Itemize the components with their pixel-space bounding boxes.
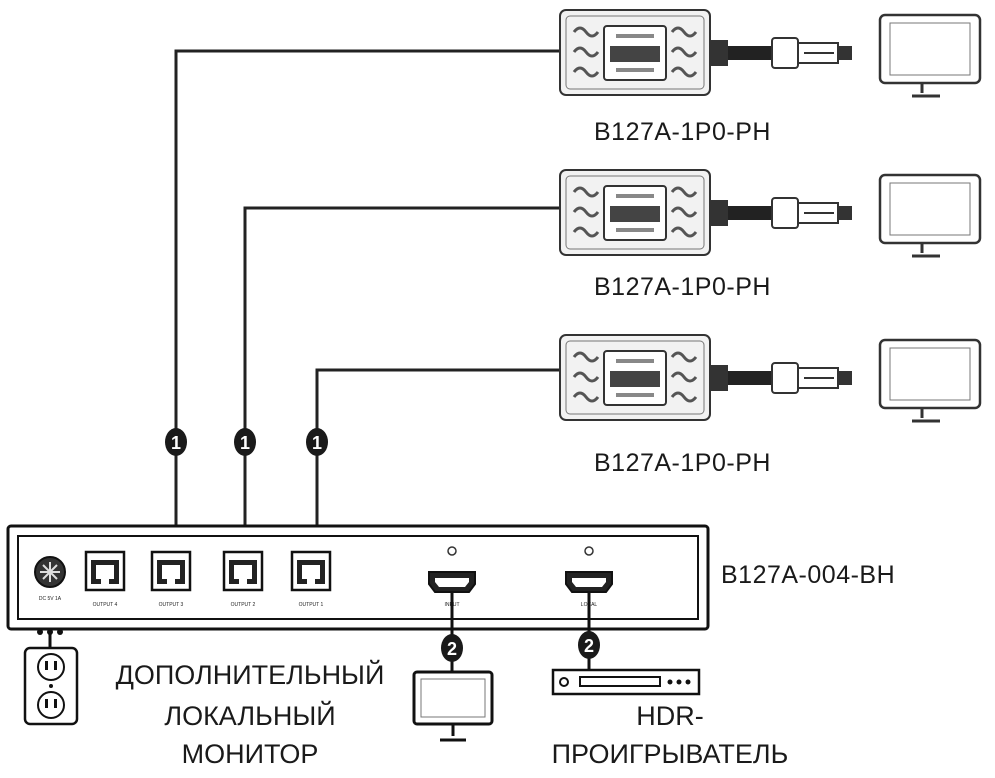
marker-1: 1 (240, 433, 250, 453)
hdr-player-label-line-1: HDR- (636, 701, 704, 731)
receiver-model-label: B127A-1P0-PH (594, 118, 771, 146)
ethernet-markers: 1 1 1 (165, 428, 328, 456)
transmitter-unit: DC 5V 1A OUTPUT 4 OUTPUT 3 OUTPUT 2 OUTP… (6, 524, 710, 631)
marker-1: 1 (171, 433, 181, 453)
cable-output-1 (315, 368, 560, 555)
hdr-player-icon (551, 668, 701, 696)
local-monitor-label-line-1: ДОПОЛНИТЕЛЬНЫЙ (115, 660, 385, 690)
transmitter-model-label: B127A-004-BH (721, 561, 896, 589)
receiver-1 (558, 8, 982, 98)
hdmi-cables: 2 2 (441, 592, 600, 672)
receiver-3 (558, 333, 982, 423)
port-output-1 (290, 550, 332, 592)
port-label: OUTPUT 1 (299, 602, 324, 608)
local-monitor-label-line-3: МОНИТОР (181, 739, 319, 769)
port-output-3 (150, 550, 192, 592)
port-output-4 (84, 550, 126, 592)
receiver-2 (558, 168, 982, 258)
port-output-2 (222, 550, 264, 592)
hdmi-input-port (428, 571, 476, 593)
port-label: OUTPUT 4 (93, 602, 118, 608)
receiver-model-label: B127A-1P0-PH (594, 273, 771, 301)
power-connector: DC 5V 1A (34, 556, 66, 602)
wall-outlet-icon (23, 646, 79, 726)
local-monitor-label-line-2: ЛОКАЛЬНЫЙ (164, 701, 336, 731)
marker-1: 1 (312, 433, 322, 453)
receiver-model-label: B127A-1P0-PH (594, 449, 771, 477)
port-label: OUTPUT 3 (159, 602, 184, 608)
hdr-player-label-line-2: ПРОИГРЫВАТЕЛЬ (551, 739, 789, 769)
hdmi-local-port (565, 571, 613, 593)
ethernet-cables (174, 49, 560, 555)
cable-output-2 (243, 206, 560, 555)
local-monitor-icon (412, 670, 494, 742)
power-cord (37, 629, 63, 648)
power-label: DC 5V 1A (39, 596, 62, 602)
marker-2: 2 (447, 639, 457, 659)
marker-2: 2 (584, 636, 594, 656)
cable-output-3 (174, 49, 560, 555)
port-label: OUTPUT 2 (231, 602, 256, 608)
